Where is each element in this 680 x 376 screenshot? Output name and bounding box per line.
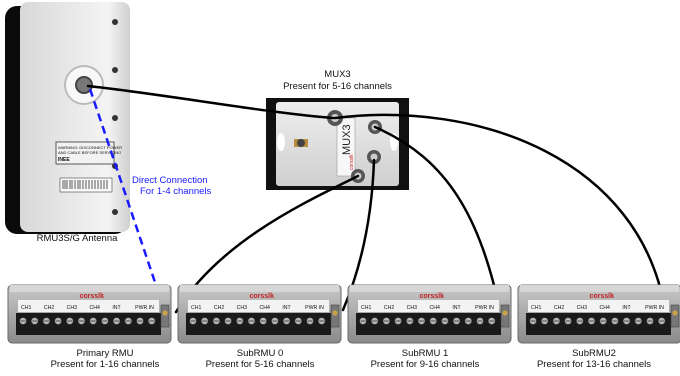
rmu-port-pin xyxy=(672,310,678,316)
rmu-brand-text: corsslk xyxy=(420,293,445,300)
rmu-channel-label: INT xyxy=(452,305,461,311)
mux-device: MUX3 corsslk xyxy=(266,98,409,190)
rmu-channel-strip xyxy=(18,300,159,312)
unit-present-subrmu0: Present for 5-16 channels xyxy=(205,359,315,370)
direct-connection-line xyxy=(88,88,167,313)
rmu-channel-label: CH4 xyxy=(600,305,610,311)
unit-name-subrmu0: SubRMU 0 xyxy=(236,348,284,359)
antenna-device: WARNING: DISCONNECT POWER AND CABLE BEFO… xyxy=(5,2,130,234)
rmu-antenna-port xyxy=(670,304,680,328)
unit-name-subrmu2: SubRMU2 xyxy=(572,348,616,359)
rmu-channel-label: CH3 xyxy=(67,305,77,311)
antenna-warning-line-2: AND CABLE BEFORE SERVICING xyxy=(58,150,121,155)
rmu-channel-label: INT xyxy=(622,305,631,311)
rmu-channel-label: CH2 xyxy=(384,305,394,311)
rmu-top-edge xyxy=(180,285,339,292)
rmu-antenna-port xyxy=(160,304,170,328)
rmu-channel-label: CH2 xyxy=(214,305,224,311)
cable-antenna-to-mux xyxy=(86,84,335,120)
rmu-brand-text: corsslk xyxy=(590,293,615,300)
rmu-channel-label: CH1 xyxy=(191,305,201,311)
antenna-warning-line-3: INEE xyxy=(58,157,70,163)
rmu-top-edge xyxy=(520,285,679,292)
mux-brand-text: corsslk xyxy=(349,154,355,170)
rmu-channel-label: CH4 xyxy=(260,305,270,311)
rmu-antenna-port xyxy=(500,304,510,328)
rmu-brand-text: corsslk xyxy=(250,293,275,300)
antenna-warning-label xyxy=(55,141,115,165)
rmu-channel-strip xyxy=(528,300,669,312)
rmu-channel-label: PWR IN xyxy=(475,305,494,311)
rmu-channel-label: CH4 xyxy=(90,305,100,311)
rmu-channel-label: CH1 xyxy=(21,305,31,311)
rmu-channel-label: CH2 xyxy=(554,305,564,311)
rmu-terminal-block xyxy=(356,313,501,335)
rmu-channel-label: PWR IN xyxy=(305,305,324,311)
unit-name-subrmu1: SubRMU 1 xyxy=(401,348,449,359)
rmu-channel-label: INT xyxy=(282,305,291,311)
cable-mux-to-subrmu2 xyxy=(333,113,667,312)
rmu-channel-label: INT xyxy=(112,305,121,311)
rmu-antenna-port xyxy=(330,304,340,328)
rmu-channel-strip xyxy=(188,300,329,312)
rmu-channel-label: CH1 xyxy=(361,305,371,311)
rmu-channel-label: CH3 xyxy=(237,305,247,311)
rmu-brand-text: corsslk xyxy=(80,293,105,300)
rmu-top-edge xyxy=(10,285,169,292)
antenna-connector xyxy=(75,76,93,94)
antenna-barcode xyxy=(62,180,108,189)
mux-connector-left xyxy=(294,139,308,147)
mux-title: MUX3 xyxy=(324,69,351,80)
rmu-channel-strip xyxy=(358,300,499,312)
rmu-terminal-block xyxy=(526,313,671,335)
rmu-channel-label: PWR IN xyxy=(135,305,154,311)
mux-connector-right-mid xyxy=(367,150,381,164)
rmu-channel-label: PWR IN xyxy=(645,305,664,311)
rmu-channel-label: CH3 xyxy=(407,305,417,311)
unit-present-primary: Present for 1-16 channels xyxy=(50,359,160,370)
unit-present-subrmu2: Present for 13-16 channels xyxy=(536,359,652,370)
antenna-housing xyxy=(20,2,130,232)
cable-mux-to-subrmu1 xyxy=(373,125,502,312)
rmu-port-pin xyxy=(332,310,338,316)
antenna-caption: RMU3S/G Antenna xyxy=(36,233,118,244)
rmu-channel-label: CH3 xyxy=(577,305,587,311)
rmu-terminal-block xyxy=(16,313,161,335)
rmu-channel-label: CH1 xyxy=(531,305,541,311)
antenna-warning-line-1: WARNING: DISCONNECT POWER xyxy=(58,145,122,150)
rmu-channel-label: CH2 xyxy=(44,305,54,311)
rmu-port-pin xyxy=(162,310,168,316)
direct-connection-label-2: For 1-4 channels xyxy=(140,186,212,197)
direct-connection-label-1: Direct Connection xyxy=(132,175,208,186)
unit-name-primary: Primary RMU xyxy=(76,348,134,359)
rmu-port-pin xyxy=(502,310,508,316)
unit-present-subrmu1: Present for 9-16 channels xyxy=(370,359,480,370)
rmu-top-edge xyxy=(350,285,509,292)
mux-subtitle: Present for 5-16 channels xyxy=(283,81,392,92)
rmu-terminal-block xyxy=(186,313,331,335)
mux-logo-text: MUX3 xyxy=(341,124,353,155)
rmu-channel-label: CH4 xyxy=(430,305,440,311)
